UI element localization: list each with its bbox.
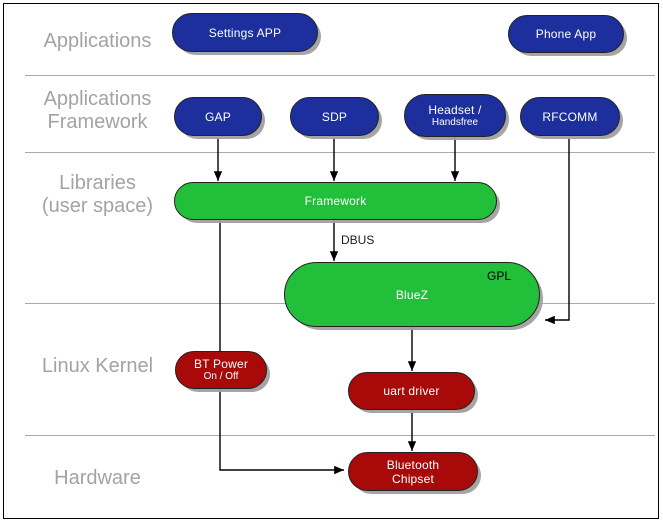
node-framework-label: Framework <box>304 194 367 208</box>
divider-applications-framework <box>25 152 655 153</box>
wire-label-dbus: DBUS <box>341 233 375 247</box>
node-settings-app[interactable]: Settings APP <box>172 13 318 52</box>
node-uart-driver-label: uart driver <box>383 384 440 398</box>
node-bt-power-label: BT Power <box>193 357 249 371</box>
layer-label-applications-framework-line1: Applications <box>43 88 152 110</box>
node-bluez-label: BlueZ <box>395 287 429 302</box>
wire-framework-to-chipset <box>219 220 344 475</box>
divider-applications <box>25 75 655 76</box>
node-headset-handsfree[interactable]: Headset / Handsfree <box>404 94 506 137</box>
wire-rfcomm-to-bluez <box>545 137 570 325</box>
node-gap[interactable]: GAP <box>174 97 262 136</box>
node-phone-app-label: Phone App <box>535 27 597 41</box>
layer-label-linux-kernel-text: Linux Kernel <box>41 355 154 377</box>
node-headset-handsfree-label: Headset / <box>428 102 482 117</box>
node-bluez-license-tag: GPL <box>486 269 511 283</box>
node-bt-power[interactable]: BT Power On / Off <box>175 351 267 389</box>
divider-linux-kernel <box>25 435 655 436</box>
layer-label-hardware: Hardware <box>20 467 175 490</box>
diagram-border <box>3 3 659 519</box>
node-bluetooth-chipset-sublabel: Chipset <box>391 471 435 486</box>
node-rfcomm[interactable]: RFCOMM <box>520 97 620 136</box>
layer-label-libraries-line2: (user space) <box>41 195 154 217</box>
node-bt-power-sublabel: On / Off <box>203 371 239 382</box>
node-sdp[interactable]: SDP <box>290 97 379 136</box>
node-settings-app-label: Settings APP <box>208 25 282 40</box>
node-uart-driver[interactable]: uart driver <box>348 372 475 410</box>
node-rfcomm-label: RFCOMM <box>542 109 598 124</box>
node-headset-handsfree-sublabel: Handsfree <box>431 116 479 128</box>
layer-label-applications-framework: Applications Framework <box>20 88 175 134</box>
node-bluetooth-chipset-label: Bluetooth <box>386 457 440 472</box>
node-bluez[interactable]: GPL BlueZ <box>284 262 540 327</box>
node-sdp-label: SDP <box>321 109 348 124</box>
layer-label-libraries: Libraries (user space) <box>20 172 175 218</box>
layer-label-applications: Applications <box>20 30 175 53</box>
node-framework[interactable]: Framework <box>174 182 497 220</box>
layer-label-hardware-text: Hardware <box>54 467 141 489</box>
node-phone-app[interactable]: Phone App <box>508 15 624 53</box>
layer-label-applications-text: Applications <box>43 30 152 52</box>
layer-label-linux-kernel: Linux Kernel <box>20 355 175 378</box>
layer-label-applications-framework-line2: Framework <box>47 111 148 133</box>
layer-label-libraries-line1: Libraries <box>59 172 136 194</box>
node-gap-label: GAP <box>205 109 231 124</box>
node-bluetooth-chipset[interactable]: Bluetooth Chipset <box>348 452 478 491</box>
